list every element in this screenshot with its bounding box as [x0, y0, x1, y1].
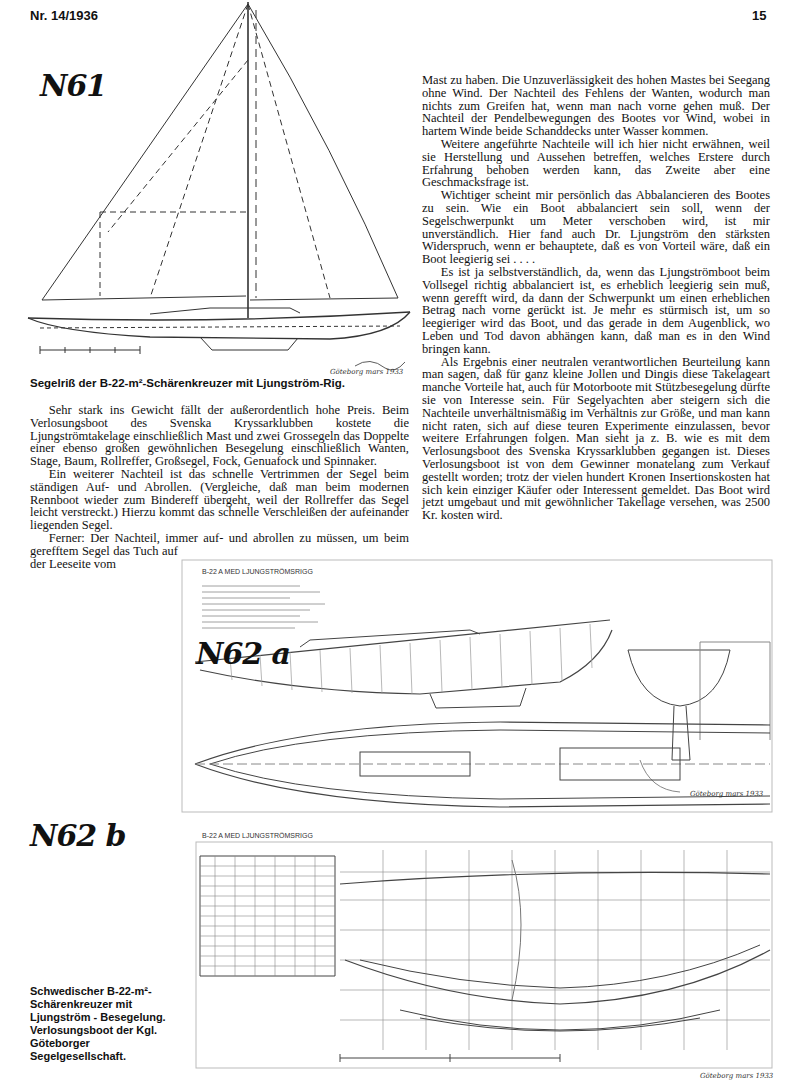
body-paragraph: Ein weiterer Nachteil ist das schnelle V… — [30, 468, 410, 532]
lines-plan-line — [512, 860, 521, 1000]
lines-plan-line — [383, 850, 727, 1050]
sail-plan-line — [248, 4, 330, 298]
lines-plan-line — [345, 950, 770, 1004]
figure-caption: Schwedischer B-22-m²-Schärenkreuzer mit … — [30, 985, 178, 1063]
drawing-signature: Göteborg mars 1933 — [700, 1072, 773, 1080]
construction-plan-line — [672, 706, 690, 760]
construction-plan-line — [640, 760, 680, 792]
construction-plan-line — [360, 752, 470, 776]
body-paragraph: Es ist ja selbstverständlich, da, wenn d… — [422, 266, 770, 356]
sail-plan-line — [40, 326, 400, 328]
construction-plan-line — [182, 560, 772, 812]
drawing-signature: Göteborg mars 1933 — [330, 368, 403, 376]
construction-plan-line — [210, 764, 770, 799]
lines-plan-line — [420, 1018, 700, 1031]
drawing-title: B-22 A MED LJUNGSTRÖMSRIGG — [202, 832, 313, 839]
body-paragraph: Weitere angeführte Nachteile will ich hi… — [422, 138, 770, 189]
lines-plan-line — [215, 856, 315, 976]
construction-plan-line — [628, 650, 730, 706]
lines-plan-line — [360, 945, 760, 988]
sail-plan-line — [200, 337, 298, 350]
sail-plan-line — [40, 346, 140, 354]
page-number: 15 — [752, 8, 766, 23]
construction-plan-line — [210, 730, 770, 764]
sail-plan-line — [248, 4, 398, 300]
construction-plan-line — [430, 688, 526, 708]
construction-plan-line — [560, 748, 680, 780]
construction-plan — [182, 560, 772, 812]
body-paragraph: Sehr stark ins Gewicht fällt der außeror… — [30, 404, 410, 468]
sail-plan-line — [100, 212, 101, 296]
construction-plan-line — [195, 764, 770, 765]
lines-plan-line — [200, 856, 335, 976]
construction-plan-line — [202, 586, 325, 628]
drawing-title: B-22 A MED LJUNGSTRÖMSRIGG — [202, 568, 313, 575]
handwritten-mark: N62 b — [30, 818, 126, 853]
lines-plan-line — [196, 842, 772, 1068]
sail-plan-line — [28, 312, 410, 339]
sail-plan-line — [42, 4, 248, 300]
body-paragraph: Als Ergebnis einer neutralen verantwortl… — [422, 356, 770, 522]
sail-plan-line — [256, 10, 257, 298]
sail-plan-line — [28, 312, 410, 320]
construction-plan-line — [195, 722, 770, 764]
sail-plan-line — [150, 308, 300, 314]
lines-plan-line — [340, 1054, 560, 1062]
text-column: Mast zu haben. Die Unzuverlässigkeit des… — [422, 74, 770, 522]
lines-plan-line — [400, 1010, 720, 1030]
construction-plan-line — [300, 630, 480, 647]
wrap-spacer — [409, 404, 410, 556]
figure-caption: Segelriß der B-22-m²-Schärenkreuzer mit … — [30, 376, 450, 390]
construction-plan-line — [195, 764, 770, 807]
wrap-spacer — [178, 556, 410, 1086]
lines-plan — [196, 842, 772, 1068]
body-paragraph: Wichtiger scheint mir persönlich das Abb… — [422, 189, 770, 266]
drawing-signature: Göteborg mars 1933 — [690, 790, 763, 798]
sail-plan-line — [150, 4, 248, 298]
handwritten-mark: N61 — [40, 68, 106, 103]
text-column: Sehr stark ins Gewicht fällt der außeror… — [30, 404, 410, 1086]
sail-plan-line — [108, 60, 248, 232]
sail-plan-line — [100, 212, 246, 213]
body-paragraph: Ferner: Der Nachteil, immer auf- und abr… — [30, 532, 410, 570]
sail-plan — [28, 2, 410, 370]
lines-plan-line — [340, 872, 770, 884]
sail-plan-line — [247, 2, 249, 318]
body-paragraph: Mast zu haben. Die Unzuverlässigkeit des… — [422, 74, 770, 138]
handwritten-mark: N62 a — [196, 636, 290, 671]
issue-number: Nr. 14/1936 — [30, 8, 98, 23]
